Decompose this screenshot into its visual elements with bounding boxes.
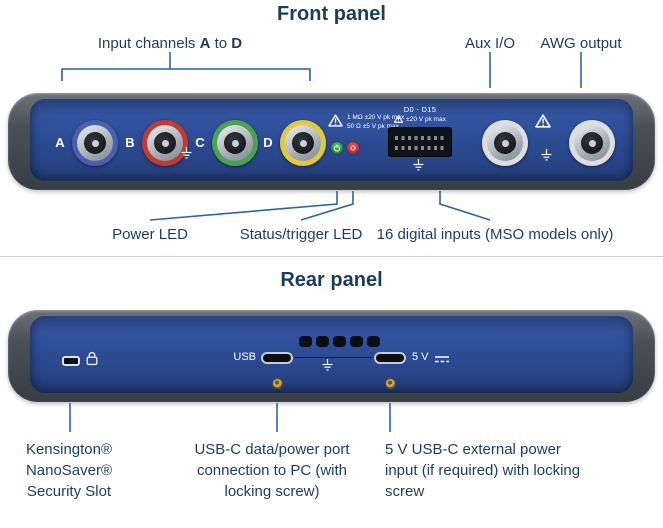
aux-io-connector <box>482 120 528 166</box>
status-icon <box>350 145 356 151</box>
status-led-line <box>300 191 354 221</box>
digital-inputs-line <box>439 191 491 221</box>
digital-input-connector <box>388 127 452 157</box>
dc-icon <box>435 356 449 363</box>
digital-warning-row: ±20 V pk max <box>378 115 462 123</box>
rear-panel-title: Rear panel <box>280 269 383 291</box>
pin-row <box>395 146 445 150</box>
kensington-slot <box>62 356 80 366</box>
power-input-label: 5 V <box>412 351 429 363</box>
channel-a-label: A <box>55 135 65 150</box>
usb-data-callout: USB-C data/power port connection to PC (… <box>194 441 350 500</box>
awg-output-label: AWG output <box>540 35 622 52</box>
awg-output-connector <box>569 120 615 166</box>
channel-b-label: B <box>125 135 135 150</box>
status-led-callout: Status/trigger LED <box>239 226 363 243</box>
bnc-connector-a <box>72 120 118 166</box>
power-led-line <box>149 191 338 221</box>
digital-inputs-callout: 16 digital inputs (MSO models only) <box>376 226 614 243</box>
vent-slot <box>350 336 363 347</box>
locking-screw-hole <box>272 378 283 389</box>
aux-io-label: Aux I/O <box>464 35 516 52</box>
channel-c-label: C <box>195 135 205 150</box>
status-trigger-led <box>347 142 359 154</box>
warning-icon <box>394 115 404 123</box>
power-led-callout: Power LED <box>112 226 188 243</box>
input-channels-bracket <box>61 68 311 81</box>
ground-icon <box>181 147 192 159</box>
panel-seam <box>295 357 372 358</box>
power-icon <box>333 144 341 152</box>
locking-screw-hole <box>385 378 396 389</box>
input-rating-line2: 50 Ω ±5 V pk max <box>347 123 399 130</box>
channel-d-label: D <box>263 135 273 150</box>
digital-rating-label: ±20 V pk max <box>406 115 446 123</box>
power-input-callout: 5 V USB-C external power input (if requi… <box>385 441 581 500</box>
vent-slot <box>299 336 312 347</box>
rear-device-face: USB 5 V <box>30 316 633 393</box>
bnc-connector-d <box>280 120 326 166</box>
front-panel-title: Front panel <box>277 3 386 25</box>
ground-icon <box>541 149 552 161</box>
digital-range-label: D0 - D15 <box>403 105 437 114</box>
vent-slot <box>367 336 380 347</box>
front-device: A B C D <box>8 93 655 190</box>
ground-icon <box>322 359 333 371</box>
section-divider <box>0 256 663 257</box>
input-channels-label: Input channels A to D <box>97 35 243 52</box>
usb-label: USB <box>233 351 256 363</box>
rear-device: USB 5 V <box>8 310 655 402</box>
vent-slot <box>333 336 346 347</box>
bnc-connector-c <box>212 120 258 166</box>
usb-c-data-port <box>261 352 293 364</box>
warning-icon <box>328 114 343 127</box>
input-rating-line1: 1 MΩ ±20 V pk max <box>347 114 405 121</box>
warning-icon <box>535 114 551 128</box>
lock-icon <box>86 351 98 366</box>
kensington-callout: Kensington® NanoSaver® Security Slot <box>25 441 113 500</box>
bnc-connector-b <box>142 120 188 166</box>
pin-row <box>395 136 445 140</box>
usb-c-power-port <box>374 352 406 364</box>
vent-slot <box>316 336 329 347</box>
front-device-face: A B C D <box>30 99 633 181</box>
power-led <box>331 142 343 154</box>
ground-icon <box>413 159 424 171</box>
